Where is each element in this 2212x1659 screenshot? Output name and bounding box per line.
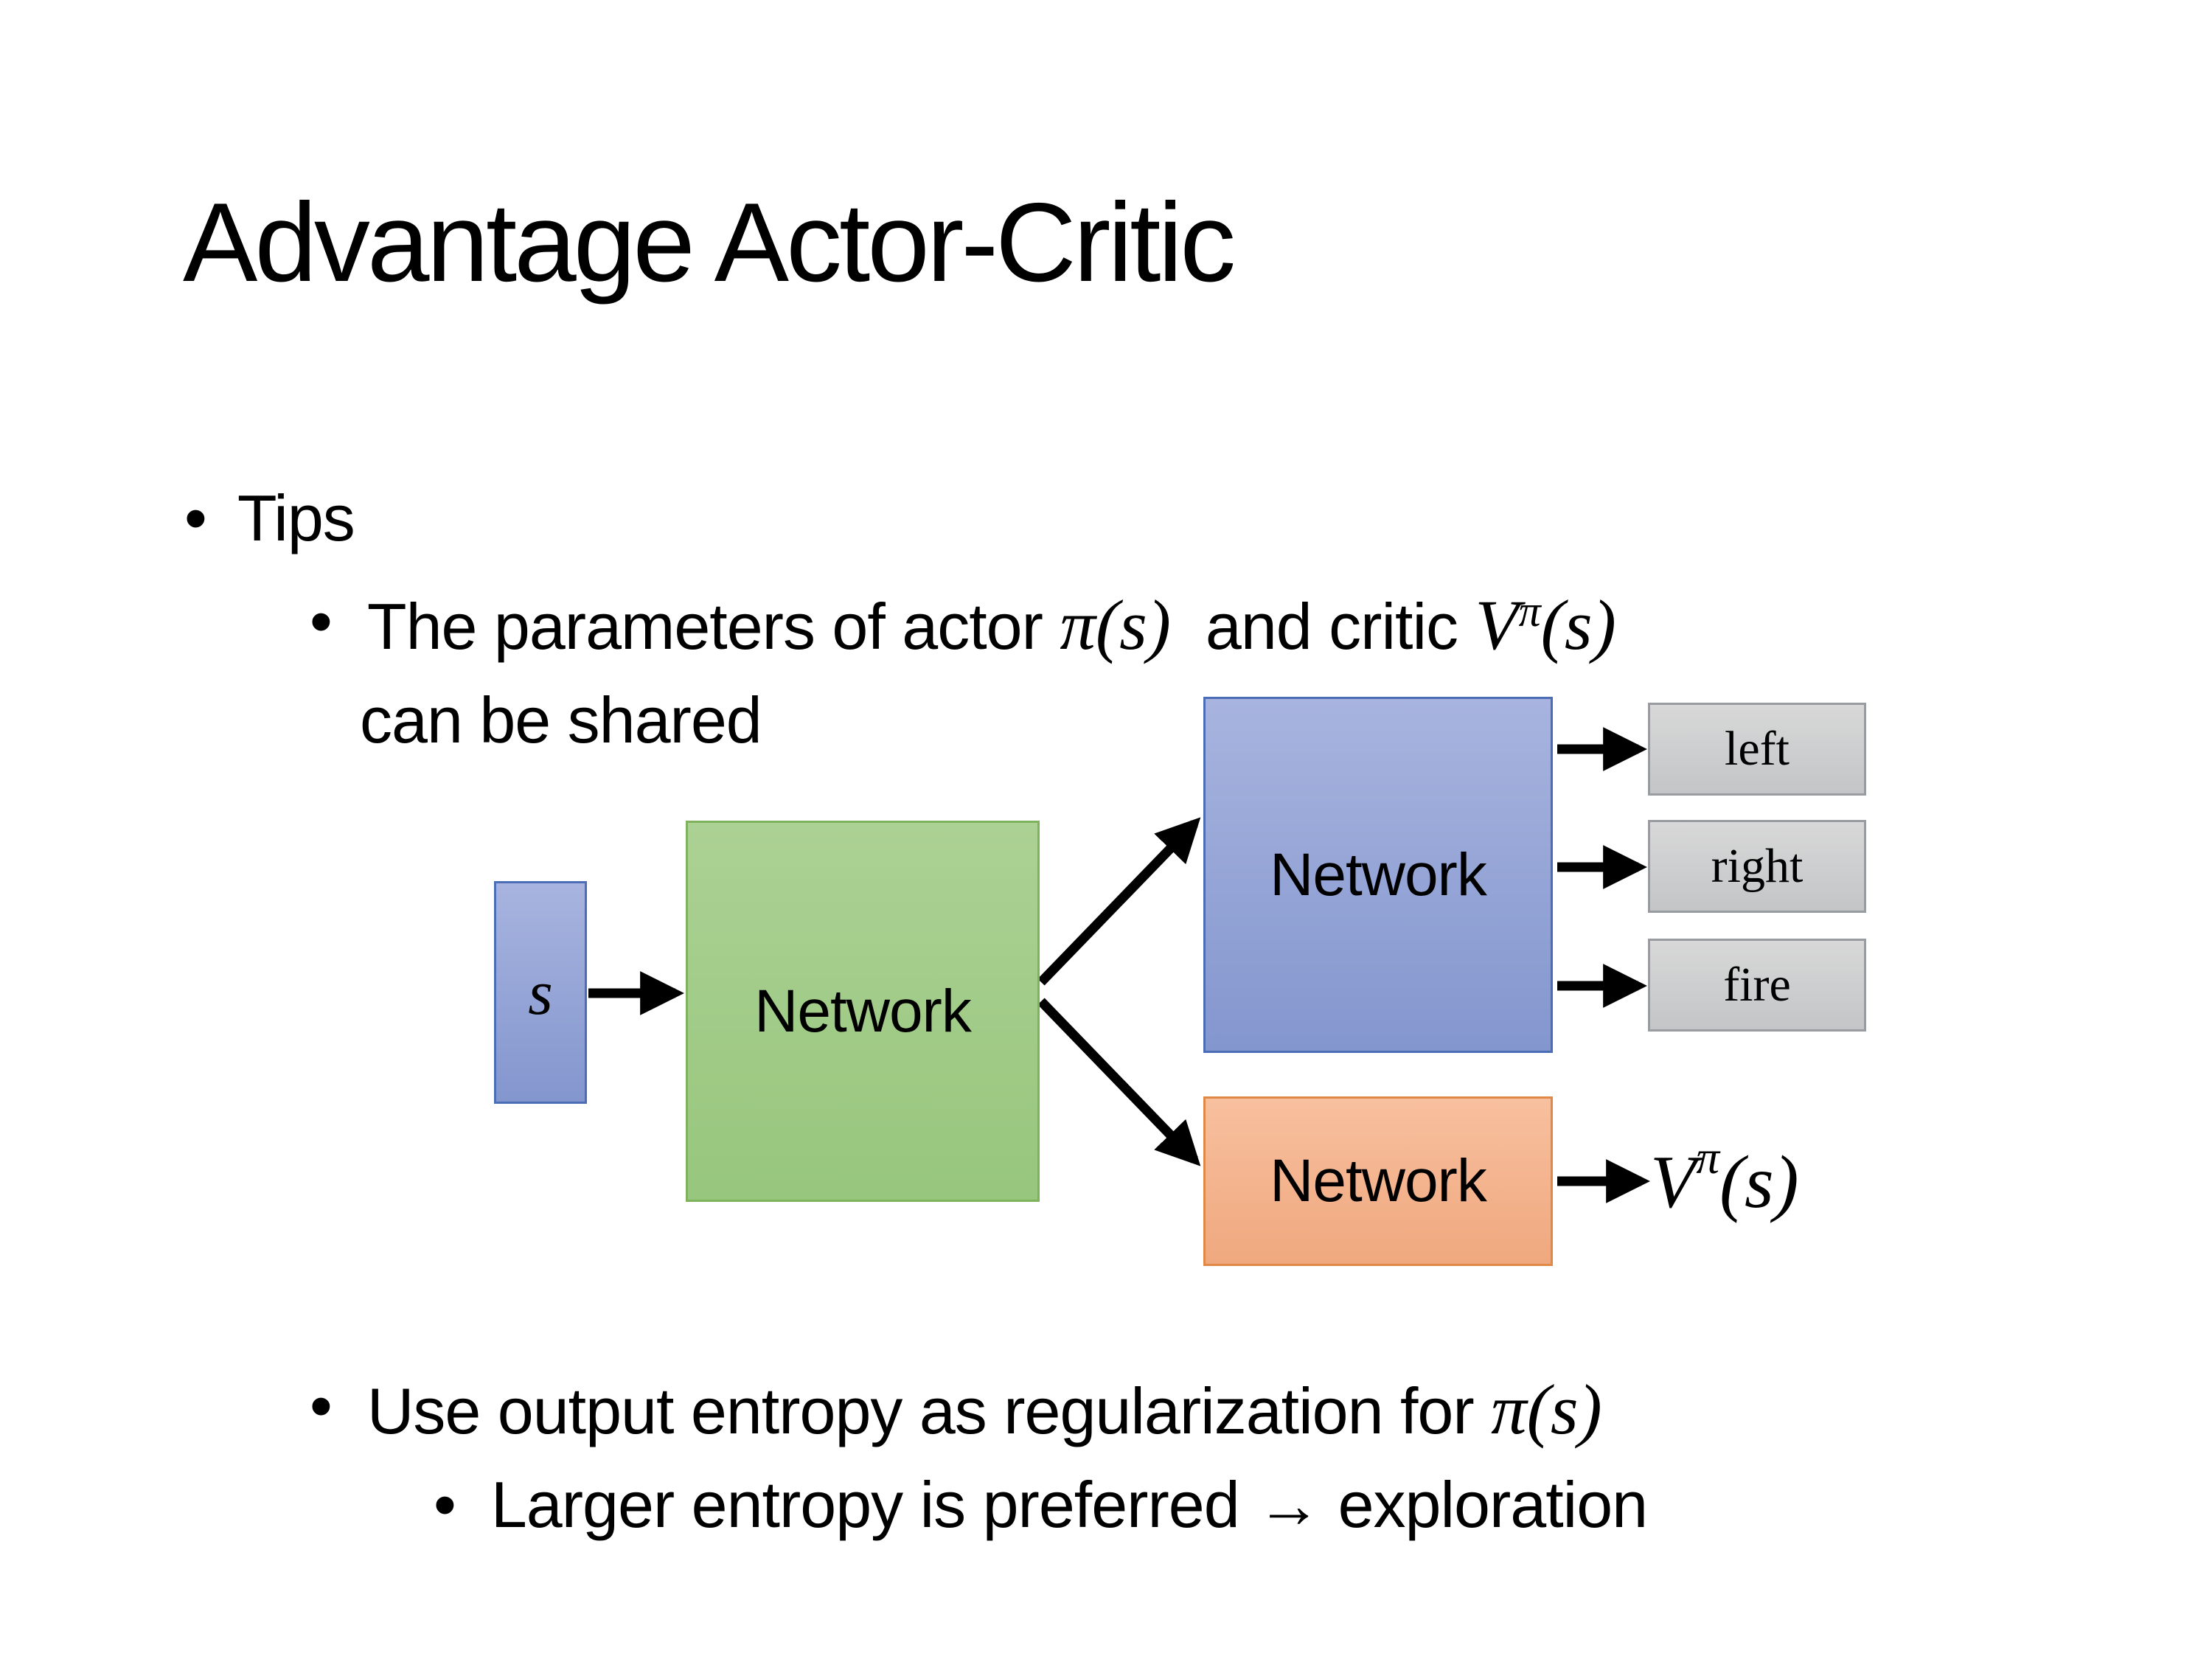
- actor-policy-math: π(s): [1060, 585, 1171, 664]
- bullet-dot-icon: •: [310, 1369, 333, 1442]
- shared-network-box: Network: [686, 821, 1040, 1202]
- action-right-box: right: [1648, 820, 1866, 913]
- action-fire-label: fire: [1723, 958, 1791, 1012]
- bullet-larger-entropy: • Larger entropy is preferred → explorat…: [434, 1464, 1648, 1545]
- bullet-parameters: • The parameters of actor π(s) and criti…: [310, 581, 1616, 670]
- action-right-label: right: [1711, 839, 1804, 893]
- bullet-tips-label: Tips: [237, 481, 355, 554]
- state-input-box: s: [494, 881, 587, 1104]
- slide-title: Advantage Actor-Critic: [183, 180, 1236, 305]
- arrow-shared-to-critic: [1037, 998, 1201, 1166]
- bullet-dot-icon: •: [434, 1468, 456, 1541]
- action-left-label: left: [1725, 722, 1790, 776]
- action-left-box: left: [1648, 703, 1866, 796]
- critic-value-math: Vπ(s): [1475, 585, 1616, 664]
- shared-network-label: Network: [754, 977, 972, 1045]
- actor-network-label: Network: [1270, 841, 1487, 908]
- bullet-dot-icon: •: [184, 481, 207, 554]
- bullet-dot-icon: •: [310, 585, 333, 658]
- bullet-tips: • Tips: [184, 478, 355, 559]
- parameters-text-mid: and critic: [1170, 590, 1475, 663]
- bullet-parameters-line2: can be shared: [360, 684, 762, 757]
- bullet-use-entropy: • Use output entropy as regularization f…: [310, 1366, 1602, 1455]
- action-fire-box: fire: [1648, 939, 1866, 1032]
- state-input-label: s: [528, 957, 553, 1028]
- bullet-use-entropy-text: Use output entropy as regularization for…: [366, 1370, 1602, 1449]
- actor-policy-math: π(s): [1491, 1370, 1602, 1449]
- bullet-larger-entropy-label: Larger entropy is preferred → exploratio…: [490, 1468, 1648, 1541]
- bullet-parameters-text: The parameters of actor π(s) and critic …: [367, 581, 1616, 670]
- actor-network-box: Network: [1203, 697, 1553, 1053]
- parameters-text-before: The parameters of actor: [366, 590, 1060, 663]
- arrow-shared-to-actor: [1037, 817, 1201, 986]
- critic-network-box: Network: [1203, 1096, 1553, 1266]
- critic-network-label: Network: [1270, 1147, 1487, 1214]
